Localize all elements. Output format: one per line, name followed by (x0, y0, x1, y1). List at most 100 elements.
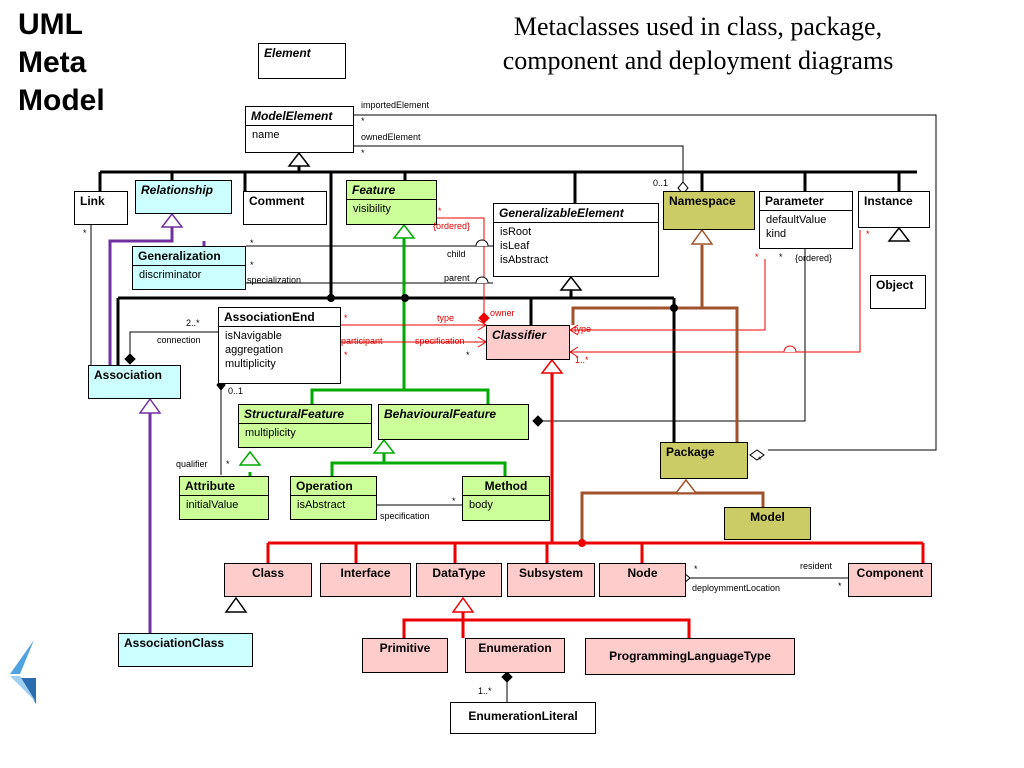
constraint-label: {ordered} (795, 253, 833, 263)
multiplicity-label: * (466, 350, 470, 360)
class-instance[interactable]: Instance (858, 191, 930, 228)
class-object[interactable]: Object (870, 275, 926, 309)
class-name: Interface (340, 566, 391, 580)
multiplicity-label: * (250, 260, 254, 270)
multiplicity-label: * (779, 252, 783, 262)
class-name: Association (94, 368, 163, 382)
class-name: GeneralizableElement (499, 206, 624, 220)
role-label: specification (380, 511, 430, 521)
role-label: owner (490, 308, 515, 318)
class-enumeration[interactable]: Enumeration (465, 638, 565, 673)
class-name: Instance (864, 194, 913, 208)
class-name: Link (80, 194, 105, 208)
class-behavioural-feature[interactable]: BehaviouralFeature (378, 404, 529, 440)
class-primitive[interactable]: Primitive (362, 638, 448, 673)
multiplicity-label: * (344, 350, 348, 360)
class-package[interactable]: Package (660, 442, 748, 479)
class-name: Feature (352, 183, 396, 197)
class-name: Enumeration (478, 641, 552, 655)
class-generalization[interactable]: Generalization discriminator (132, 246, 246, 290)
class-interface[interactable]: Interface (320, 563, 411, 597)
assoc-label: importedElement (361, 100, 430, 110)
class-model[interactable]: Model (724, 507, 811, 540)
role-label: connection (157, 335, 201, 345)
class-parameter[interactable]: Parameter defaultValue kind (759, 191, 853, 249)
class-attribute[interactable]: Attribute initialValue (179, 476, 269, 520)
class-name: Namespace (669, 194, 736, 208)
multiplicity-label: 1..* (478, 686, 492, 696)
class-name: Package (666, 445, 715, 459)
class-attributes: initialValue (180, 495, 268, 514)
role-label: type (437, 313, 455, 323)
class-feature[interactable]: Feature visibility (346, 180, 437, 225)
class-association-end[interactable]: AssociationEnd isNavigable aggregation m… (218, 307, 341, 384)
role-label: type (574, 324, 592, 334)
class-attributes: isNavigable aggregation multiplicity (219, 326, 340, 373)
class-name: Parameter (765, 194, 824, 208)
class-name: Subsystem (518, 566, 584, 580)
constraint-label: {ordered} (433, 221, 471, 231)
class-association-class[interactable]: AssociationClass (118, 633, 253, 667)
class-name: Class (251, 566, 285, 580)
class-name: BehaviouralFeature (384, 407, 497, 421)
class-name: DataType (432, 566, 486, 580)
class-namespace[interactable]: Namespace (663, 191, 755, 230)
class-model-element[interactable]: ModelElement name (245, 106, 354, 153)
side-title-line: UML (18, 8, 83, 41)
class-relationship[interactable]: Relationship (135, 180, 232, 214)
class-name: ModelElement (251, 109, 333, 123)
multiplicity-label: 1..* (575, 355, 589, 365)
diagram-title: Metaclasses used in class, package, comp… (418, 10, 978, 78)
attribute: discriminator (139, 269, 202, 281)
class-attributes: body (463, 495, 549, 514)
attribute: initialValue (186, 499, 239, 511)
class-name: Classifier (492, 328, 547, 342)
class-programming-language-type[interactable]: ProgrammingLanguageType (585, 638, 795, 675)
class-structural-feature[interactable]: StructuralFeature multiplicity (238, 404, 372, 448)
class-operation[interactable]: Operation isAbstract (290, 476, 377, 520)
class-name: Component (856, 566, 924, 580)
class-name: EnumerationLiteral (468, 709, 578, 723)
class-component[interactable]: Component (848, 563, 932, 597)
side-title-line: Model (18, 84, 105, 117)
multiplicity-label: 0..1 (653, 178, 669, 188)
class-attributes: multiplicity (239, 423, 371, 442)
attribute: defaultValue (766, 214, 827, 226)
multiplicity-label: 0..1 (228, 386, 244, 396)
attribute: isRoot (500, 226, 532, 238)
class-link[interactable]: Link (74, 191, 128, 225)
class-subsystem[interactable]: Subsystem (507, 563, 595, 597)
attribute: isAbstract (297, 499, 346, 511)
class-class[interactable]: Class (224, 563, 312, 597)
multiplicity-label: * (83, 228, 87, 238)
class-name: Object (876, 278, 914, 292)
diagram-title-line: component and deployment diagrams (502, 46, 894, 75)
role-label: qualifier (176, 459, 208, 469)
role-label: specification (415, 336, 465, 346)
class-name: Attribute (185, 479, 235, 493)
class-classifier[interactable]: Classifier (486, 325, 570, 360)
class-name: Primitive (379, 641, 431, 655)
attribute: multiplicity (245, 427, 296, 439)
class-element[interactable]: Element (258, 43, 346, 79)
class-generalizable-element[interactable]: GeneralizableElement isRoot isLeaf isAbs… (493, 203, 659, 277)
multiplicity-label: * (838, 581, 842, 591)
class-method[interactable]: Method body (462, 476, 550, 521)
class-node[interactable]: Node (599, 563, 686, 597)
class-name: Method (484, 479, 528, 493)
class-comment[interactable]: Comment (243, 191, 327, 225)
attribute: isLeaf (500, 240, 530, 252)
attribute: kind (766, 228, 787, 240)
class-association[interactable]: Association (88, 365, 181, 399)
multiplicity-label: * (361, 116, 365, 126)
attribute: name (252, 129, 280, 141)
class-name: ProgrammingLanguageType (609, 649, 771, 663)
side-title-line: Meta (18, 46, 87, 79)
class-attributes: defaultValue kind (760, 210, 852, 243)
class-enumeration-literal[interactable]: EnumerationLiteral (450, 702, 596, 734)
multiplicity-label: * (758, 455, 762, 465)
class-name: Relationship (141, 183, 214, 197)
multiplicity-label: * (694, 564, 698, 574)
class-datatype[interactable]: DataType (416, 563, 502, 597)
